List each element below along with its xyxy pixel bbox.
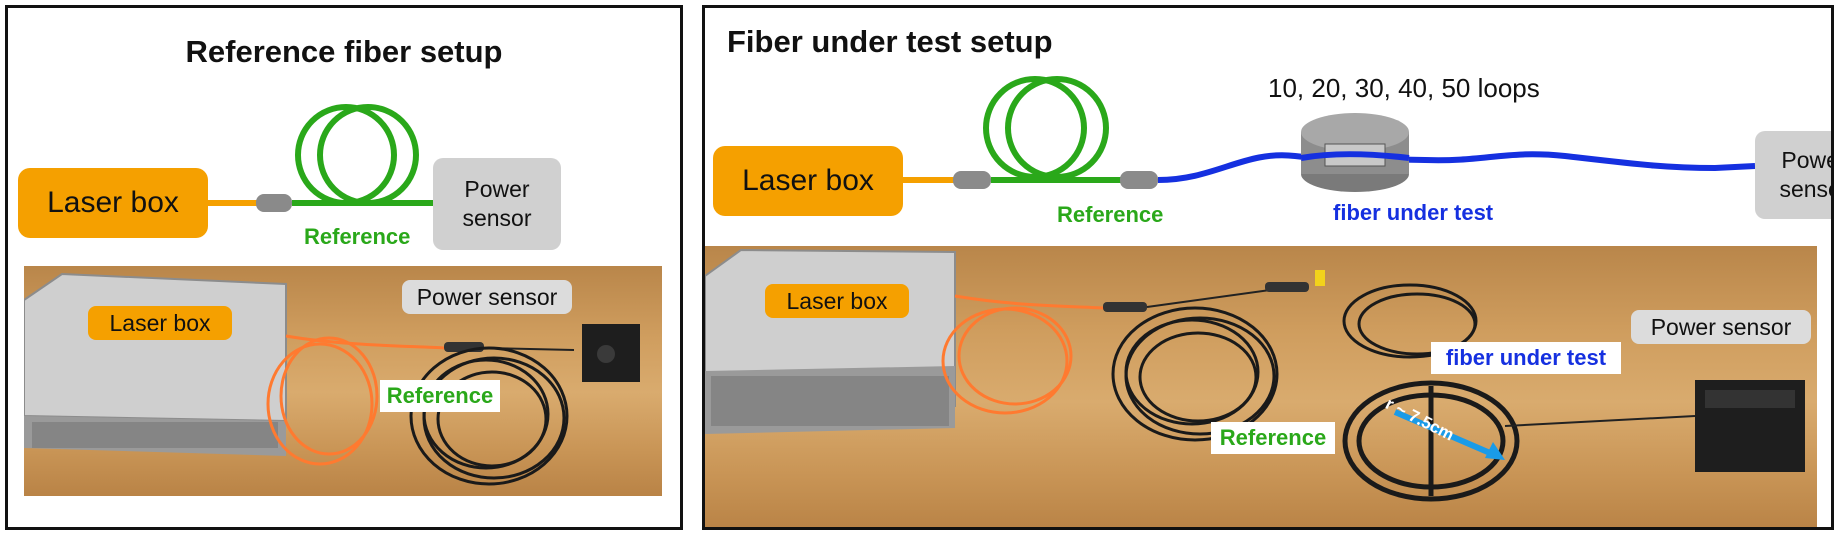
fiber-spool: [1300, 113, 1410, 192]
fiber-connector-1: [953, 171, 991, 189]
laser-box-device: [705, 248, 956, 434]
reference-fiber-coil: [295, 104, 419, 206]
fiber-under-test-panel: Fiber under test setup 10, 20, 30, 40, 5…: [702, 5, 1834, 530]
reference-tag: Reference: [380, 380, 500, 412]
fiber-connector: [256, 194, 292, 212]
fiber-connector-2: [1265, 282, 1309, 292]
reference-fiber-coil: [409, 346, 569, 486]
power-sensor-label: Power sensor: [462, 176, 532, 231]
reference-label: Reference: [304, 224, 411, 249]
orange-patch-cord: [266, 334, 445, 466]
reference-label: Reference: [1057, 202, 1164, 227]
laser-box: Laser box: [18, 168, 208, 238]
fut-photo-scene: [705, 248, 1805, 502]
power-sensor-tag: Power sensor: [402, 280, 572, 314]
radius-arrow: [1393, 409, 1499, 459]
power-sensor-device: [1695, 380, 1805, 472]
fiber-under-test-title: Fiber under test setup: [727, 24, 1053, 59]
laser-box-device: [24, 272, 287, 456]
fiber-connector-2: [1120, 171, 1158, 189]
fiber-connector: [1103, 302, 1147, 312]
sensor-cable: [1504, 415, 1696, 427]
laser-box-tag: Laser box: [88, 306, 232, 340]
fiber-spool-photo: [1342, 380, 1520, 502]
reference-setup-photo: Laser box Power sensor Reference: [24, 266, 662, 496]
power-sensor-device: [582, 324, 640, 382]
loops-label: 10, 20, 30, 40, 50 loops: [1268, 73, 1540, 103]
reference-fiber-coil: [1111, 306, 1279, 442]
power-sensor-label: Power sensor: [1779, 147, 1831, 202]
fiber-under-test-line: [1157, 151, 1756, 183]
radius-arrowhead: [1485, 442, 1505, 460]
reference-fiber-coil: [983, 76, 1109, 180]
black-fiber: [1146, 287, 1286, 308]
power-sensor-tag: Power sensor: [1631, 310, 1811, 344]
power-sensor-box: Power sensor: [1755, 131, 1831, 219]
laser-box-tag: Laser box: [765, 284, 909, 318]
power-sensor-box: Power sensor: [433, 158, 561, 250]
reference-setup-title: Reference fiber setup: [185, 34, 503, 69]
yellow-tag: [1315, 270, 1325, 286]
reference-schematic: [203, 104, 433, 212]
fiber-under-test-schematic: [901, 76, 1756, 192]
fiber-under-test-coil: [1342, 283, 1478, 359]
fiber-under-test-label: fiber under test: [1333, 200, 1494, 225]
orange-patch-cord: [941, 294, 1106, 415]
reference-tag: Reference: [1211, 422, 1335, 454]
reference-setup-panel: Reference fiber setup Laser box Power se…: [5, 5, 683, 530]
fiber-under-test-tag: fiber under test: [1431, 342, 1621, 374]
fiber-under-test-photo: Laser box Power sensor fiber under test …: [705, 246, 1817, 527]
laser-box: Laser box: [713, 146, 903, 216]
